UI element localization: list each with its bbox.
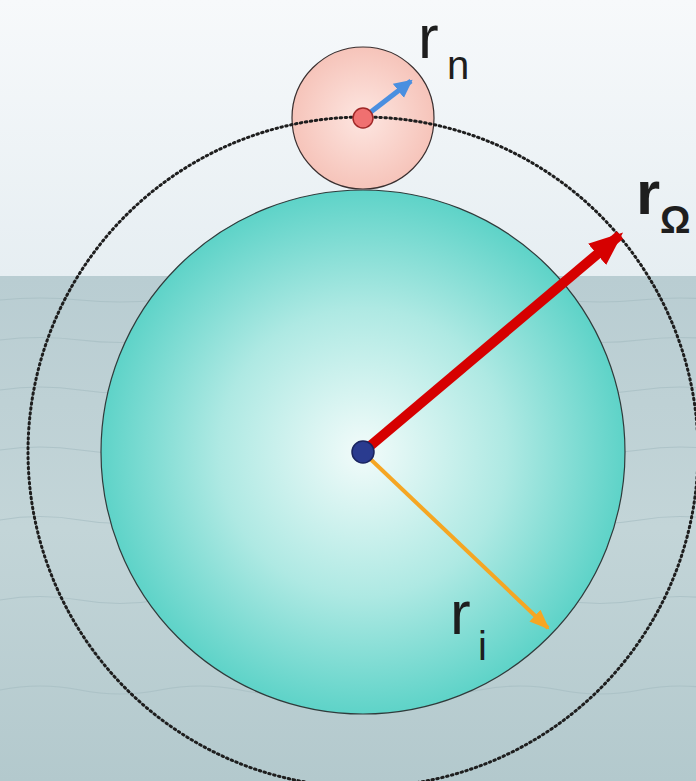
radius-symbol: r: [418, 6, 439, 68]
outer-radius-arrow: [363, 235, 620, 452]
small-center-dot: [353, 108, 373, 128]
large-sphere: [101, 190, 625, 714]
radius-subscript: Ω: [660, 201, 690, 239]
dotted-orbit: [28, 117, 696, 781]
radius-subscript: i: [478, 626, 487, 666]
radius-symbol: r: [450, 582, 471, 644]
small-sphere: [292, 47, 434, 189]
radius-subscript: n: [447, 45, 469, 85]
radius-symbol: r: [636, 162, 660, 224]
large-center-dot: [352, 441, 374, 463]
